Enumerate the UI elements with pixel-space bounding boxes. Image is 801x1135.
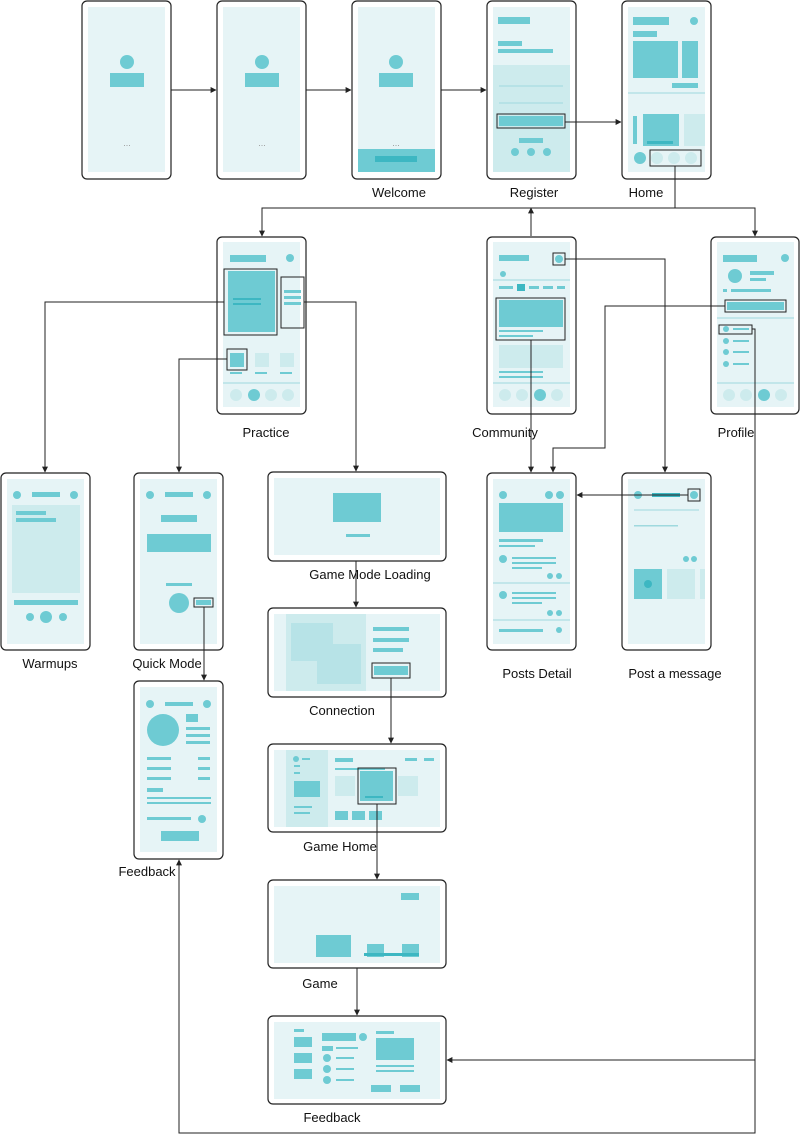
flow-connector xyxy=(675,207,758,237)
label-register: Register xyxy=(510,185,559,200)
flow-connector xyxy=(176,859,756,1134)
flow-connector xyxy=(176,358,227,473)
label-warmups: Warmups xyxy=(22,656,78,671)
screen-splash-2: ... xyxy=(216,0,307,180)
flow-connector xyxy=(304,301,359,472)
screen-practice xyxy=(216,236,307,415)
screen-game-home xyxy=(267,743,447,833)
label-home: Home xyxy=(629,185,664,200)
screen-feedback-mobile xyxy=(133,680,224,860)
splash-dots: ... xyxy=(123,138,131,148)
screen-community xyxy=(486,236,577,415)
label-game-home: Game Home xyxy=(303,839,377,854)
flow-connector xyxy=(42,301,224,473)
screen-feedback-desktop xyxy=(267,1015,447,1105)
label-profile: Profile xyxy=(718,425,755,440)
screen-home xyxy=(621,0,712,180)
flow-connector xyxy=(565,258,668,473)
screen-splash-1: ... xyxy=(81,0,172,180)
splash-dots: ... xyxy=(392,138,400,148)
label-community: Community xyxy=(472,425,538,440)
flow-connector xyxy=(259,166,676,237)
screen-profile xyxy=(710,236,800,415)
screen-quick-mode xyxy=(133,472,224,651)
label-game: Game xyxy=(302,976,337,991)
label-quick-mode: Quick Mode xyxy=(132,656,201,671)
screen-register xyxy=(486,0,577,180)
screen-connection xyxy=(267,607,447,698)
label-connection: Connection xyxy=(309,703,375,718)
screen-game xyxy=(267,879,447,969)
screen-warmups xyxy=(0,472,91,651)
label-post-a-message: Post a message xyxy=(628,666,721,681)
flow-connectors xyxy=(42,87,758,1134)
screen-labels: Welcome Register Home Practice Community… xyxy=(22,185,754,1125)
flow-connector xyxy=(550,305,725,473)
label-posts-detail: Posts Detail xyxy=(502,666,571,681)
screen-posts-detail xyxy=(486,472,577,651)
splash-dots: ... xyxy=(258,138,266,148)
label-feedback-desktop: Feedback xyxy=(303,1110,361,1125)
flow-connector xyxy=(446,328,756,1063)
label-welcome: Welcome xyxy=(372,185,426,200)
screen-post-a-message xyxy=(621,472,712,651)
screen-welcome: ... xyxy=(351,0,442,180)
label-practice: Practice xyxy=(243,425,290,440)
label-game-mode-loading: Game Mode Loading xyxy=(309,567,430,582)
screen-game-mode-loading xyxy=(267,471,447,562)
label-feedback-mobile: Feedback xyxy=(118,864,176,879)
